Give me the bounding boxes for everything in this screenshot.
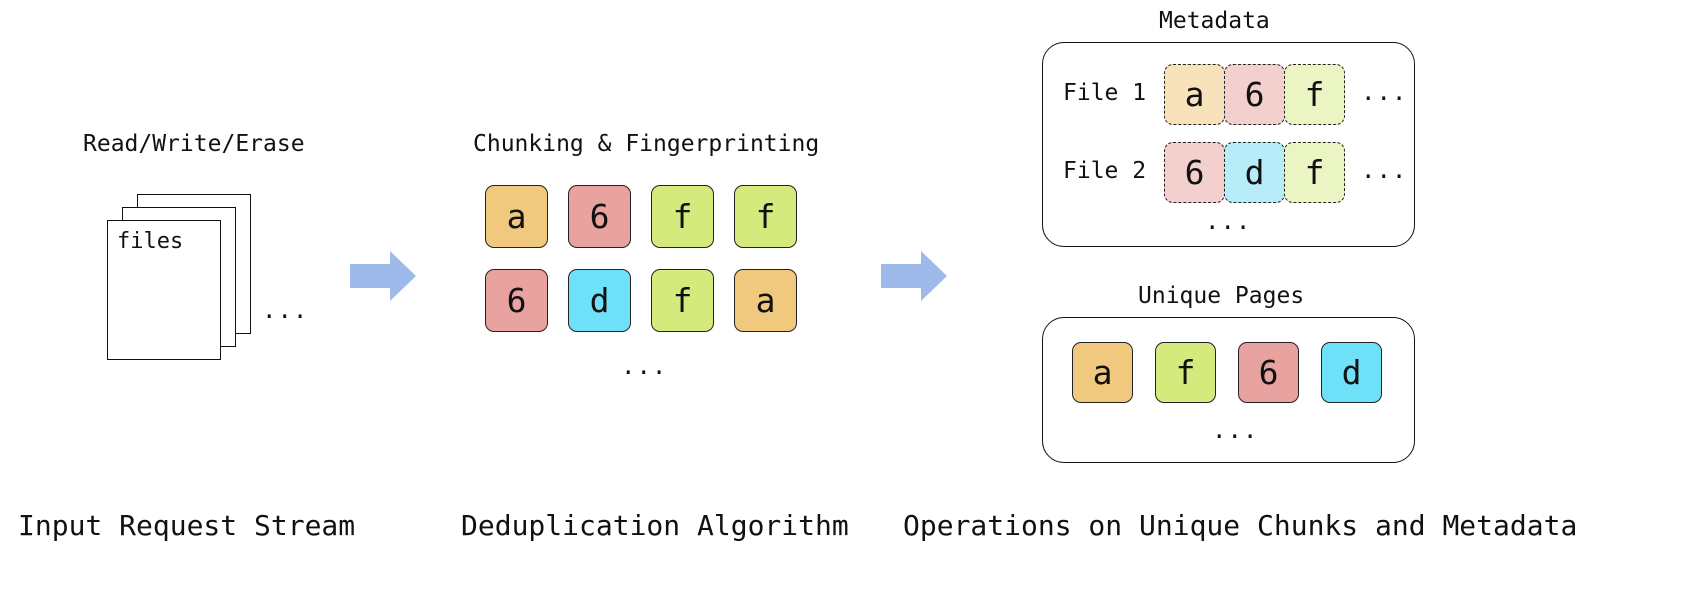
arrow-shape [881,251,947,301]
chunk-f: f [1284,64,1345,125]
metadata-header: Metadata [1159,8,1270,34]
dedup-footer: Deduplication Algorithm [461,509,849,542]
chunk-f: f [1284,142,1345,203]
arrow-right-icon [350,251,416,301]
input-header: Read/Write/Erase [83,131,305,157]
chunk-6: 6 [1224,64,1285,125]
files-label: files [117,229,184,254]
dedup-ellipsis: ... [621,352,668,380]
chunk-6: 6 [485,269,548,332]
chunk-a: a [1072,342,1133,403]
chunk-d: d [568,269,631,332]
chunk-f: f [1155,342,1216,403]
file-sheet-front: files [107,220,221,360]
chunk-f: f [734,185,797,248]
metadata-ellipsis: ... [1205,207,1252,235]
file-2-label: File 2 [1063,158,1147,184]
ops-footer: Operations on Unique Chunks and Metadata [903,509,1578,542]
file-2-ellipsis: ... [1361,156,1408,184]
input-footer: Input Request Stream [18,509,356,542]
unique-pages-ellipsis: ... [1212,416,1259,444]
chunk-a: a [734,269,797,332]
chunk-6: 6 [568,185,631,248]
chunk-f: f [651,185,714,248]
dedup-header: Chunking & Fingerprinting [473,131,820,157]
arrow-shape [350,251,416,301]
chunk-d: d [1321,342,1382,403]
files-ellipsis: ... [262,296,309,324]
file-1-ellipsis: ... [1361,78,1408,106]
file-1-label: File 1 [1063,80,1147,106]
chunk-6: 6 [1164,142,1225,203]
chunk-a: a [485,185,548,248]
chunk-d: d [1224,142,1285,203]
chunk-f: f [651,269,714,332]
chunk-6: 6 [1238,342,1299,403]
arrow-right-icon [881,251,947,301]
unique-pages-header: Unique Pages [1138,283,1305,309]
chunk-a: a [1164,64,1225,125]
